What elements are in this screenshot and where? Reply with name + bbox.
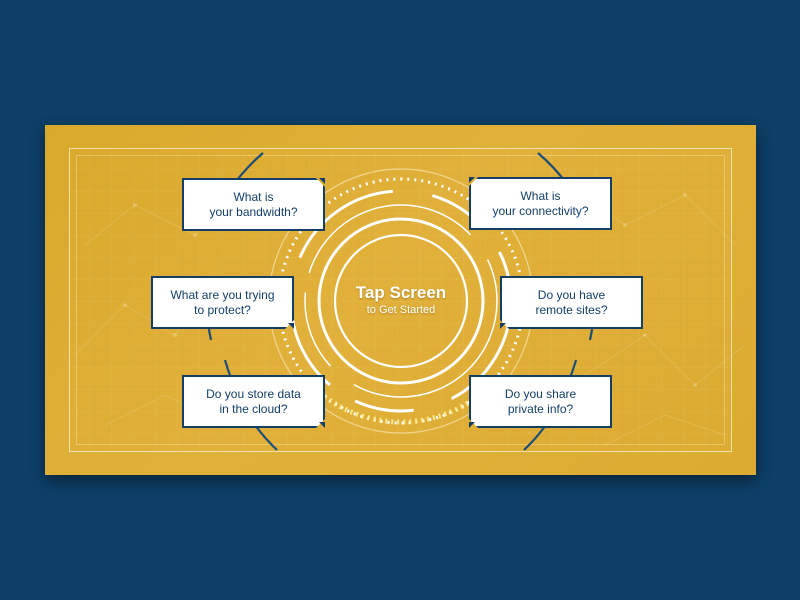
question-card-private-info[interactable]: Do you share private info?	[469, 375, 612, 428]
question-card-remote-sites[interactable]: Do you have remote sites?	[500, 276, 643, 329]
hud-frame	[69, 148, 732, 452]
start-screen[interactable]: Tap Screen to Get Started What is your b…	[45, 125, 756, 475]
question-card-bandwidth[interactable]: What is your bandwidth?	[182, 178, 325, 231]
question-label: Do you share private info?	[504, 386, 577, 416]
question-label: What is your connectivity?	[492, 188, 589, 218]
hud-inner-frame	[76, 155, 725, 445]
question-label: Do you have remote sites?	[535, 287, 608, 317]
question-card-protect[interactable]: What are you trying to protect?	[151, 276, 294, 329]
question-card-connectivity[interactable]: What is your connectivity?	[469, 177, 612, 230]
tap-to-start-button[interactable]: Tap Screen to Get Started	[341, 240, 461, 360]
question-label: What is your bandwidth?	[209, 189, 298, 219]
get-started-subtitle: to Get Started	[366, 304, 436, 316]
tap-screen-title: Tap Screen	[355, 283, 447, 302]
question-card-cloud[interactable]: Do you store data in the cloud?	[182, 375, 325, 428]
question-label: What are you trying to protect?	[170, 287, 275, 317]
question-label: Do you store data in the cloud?	[206, 386, 301, 416]
card-corner-accents	[288, 177, 506, 428]
